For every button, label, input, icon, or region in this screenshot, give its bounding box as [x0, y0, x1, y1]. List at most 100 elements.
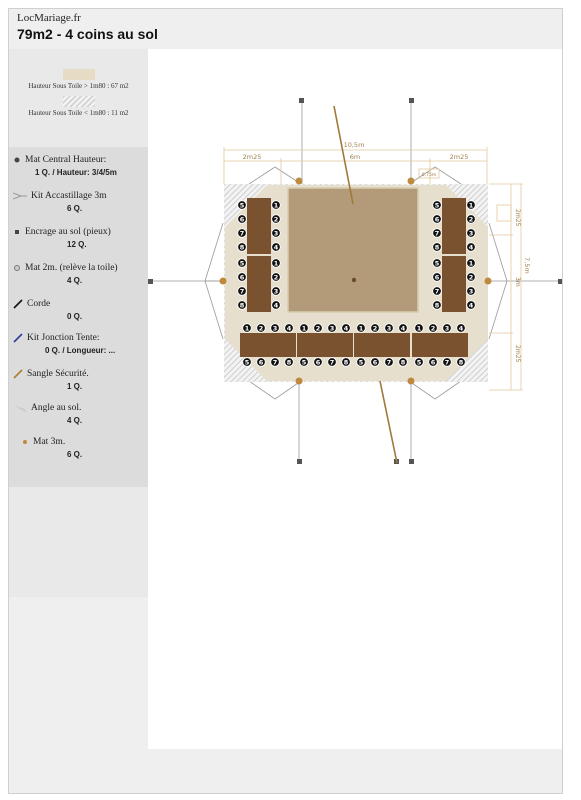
item-qty: 6 Q.	[67, 450, 83, 459]
seat-number: 1	[469, 201, 474, 209]
seat	[299, 323, 309, 333]
item-label: Kit Jonction Tente:	[27, 333, 100, 344]
footer-bar	[148, 749, 562, 793]
seat	[271, 242, 281, 252]
item-mat-3m: Mat 3m. 6 Q.	[13, 437, 146, 459]
seat	[356, 357, 366, 367]
item-qty: 0 Q. / Longueur: ...	[45, 346, 116, 356]
seat	[271, 214, 281, 224]
item-kit-accastillage: Kit Accastillage 3m 6 Q.	[13, 191, 146, 213]
dim-total-width: 10,5m	[344, 141, 365, 149]
seat	[432, 258, 442, 268]
seat-number: 4	[459, 324, 464, 332]
seat-number: 7	[330, 358, 335, 366]
legend-swatch-high	[62, 69, 95, 80]
seat	[466, 242, 476, 252]
safety-strap-bottom	[379, 380, 398, 464]
seat-number: 8	[401, 358, 406, 366]
seat	[442, 357, 452, 367]
small-dot-icon	[23, 439, 27, 444]
dim-left: 2m25	[243, 153, 262, 161]
seat	[442, 323, 452, 333]
seat	[466, 286, 476, 296]
seat	[341, 323, 351, 333]
seat-number: 6	[316, 358, 321, 366]
square-icon	[15, 229, 19, 234]
seat-number: 2	[373, 324, 378, 332]
seat-number: 5	[435, 259, 440, 267]
seat	[313, 323, 323, 333]
seat-number: 6	[259, 358, 264, 366]
tent-diagram: 10,5m 2m25 6m 2m25 0,75m 2m25 7,5m 3m 2m…	[148, 98, 562, 464]
seat	[341, 357, 351, 367]
item-qty: 12 Q.	[67, 240, 87, 249]
dimension-labels: 10,5m 2m25 6m 2m25 0,75m 2m25 7,5m 3m 2m…	[243, 141, 531, 362]
seat-number: 4	[287, 324, 292, 332]
seat-number: 1	[245, 324, 250, 332]
seat-number: 5	[245, 358, 250, 366]
dim-small: 0,75m	[422, 172, 436, 178]
sidebar: Hauteur Sous Toile > 1m80 : 67 m2 Hauteu…	[9, 49, 148, 597]
legend-low-label: Hauteur Sous Toile < 1m80 : 11 m2	[28, 109, 129, 117]
seat-number: 8	[240, 301, 245, 309]
seat-number: 1	[359, 324, 364, 332]
left-tables	[247, 198, 271, 312]
seat	[384, 323, 394, 333]
seat-number: 3	[274, 229, 279, 237]
seat	[284, 323, 294, 333]
seat-number: 2	[316, 324, 321, 332]
seat	[271, 228, 281, 238]
dim-side-total: 7,5m	[523, 257, 531, 274]
fork-icon	[13, 192, 27, 200]
item-qty: 6 Q.	[67, 204, 83, 213]
seat	[466, 300, 476, 310]
seat-number: 5	[240, 259, 245, 267]
seat-number: 8	[459, 358, 464, 366]
seat-number: 4	[274, 301, 279, 309]
item-label: Sangle Sécurité.	[27, 369, 89, 380]
seat-number: 8	[287, 358, 292, 366]
seat	[237, 272, 247, 282]
seat	[327, 323, 337, 333]
item-qty: 1 Q. / Hauteur: 3/4/5m	[35, 168, 117, 177]
item-label: Mat 3m.	[33, 437, 66, 447]
sidebar-footer	[9, 597, 148, 793]
seat-number: 3	[469, 287, 474, 295]
seat-number: 1	[469, 259, 474, 267]
seat-number: 5	[417, 358, 422, 366]
seat-number: 7	[387, 358, 392, 366]
item-label: Corde	[27, 299, 51, 310]
item-qty: 0 Q.	[67, 312, 83, 322]
seat-number: 6	[373, 358, 378, 366]
strap-icon	[13, 369, 23, 379]
bottom-tables	[240, 333, 468, 357]
seat	[356, 323, 366, 333]
seat	[466, 200, 476, 210]
seat-number: 5	[435, 201, 440, 209]
seat	[271, 258, 281, 268]
seat	[414, 357, 424, 367]
seat	[256, 357, 266, 367]
header: LocMariage.fr 79m2 - 4 coins au sol	[9, 9, 562, 49]
seat-number: 4	[274, 243, 279, 251]
seat	[237, 300, 247, 310]
seat-number: 8	[344, 358, 349, 366]
seat-number: 2	[431, 324, 436, 332]
item-sangle: Sangle Sécurité. 1 Q.	[13, 369, 146, 391]
blue-line-icon	[13, 333, 23, 343]
central-pole	[351, 277, 357, 283]
legend-swatch-low	[62, 96, 95, 107]
dim-center: 6m	[350, 153, 360, 161]
seat-number: 2	[469, 273, 474, 281]
right-tables	[442, 198, 466, 312]
perimeter-poles	[219, 177, 492, 385]
seat	[271, 300, 281, 310]
item-label: Encrage au sol (pieux)	[25, 227, 111, 237]
ring-icon	[14, 264, 20, 271]
seat	[370, 323, 380, 333]
seat-number: 7	[435, 287, 440, 295]
seat	[270, 357, 280, 367]
item-qty: 4 Q.	[67, 416, 83, 426]
seat	[299, 357, 309, 367]
